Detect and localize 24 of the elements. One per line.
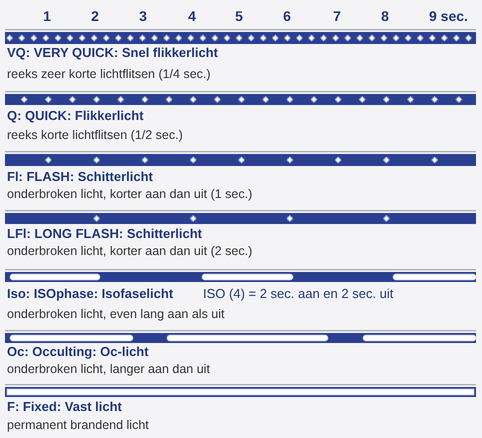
light-description: onderbroken licht, langer aan dan uit <box>7 362 210 377</box>
light-type-heading: Iso: ISOphase: Isofaselicht <box>7 286 174 302</box>
time-tick-label: 4 <box>188 8 196 24</box>
time-tick-label: 6 <box>283 8 291 24</box>
light-description: onderbroken licht, korter aan dan uit (2 sec.) <box>7 244 252 259</box>
time-tick-label: 9 sec. <box>429 8 468 24</box>
light-type-heading: Fl: FLASH: Schitterlicht <box>7 169 153 185</box>
light-type-heading: Oc: Occulting: Oc-licht <box>7 344 149 360</box>
light-description: permanent brandend licht <box>7 418 149 433</box>
time-tick-label: 3 <box>139 8 147 24</box>
light-type-heading: LFl: LONG FLASH: Schitterlicht <box>7 226 202 242</box>
light-description: reeks zeer korte lichtflitsen (1/4 sec.) <box>7 67 211 82</box>
light-description: onderbroken licht, even lang aan als uit <box>7 307 225 322</box>
time-tick-label: 5 <box>235 8 243 24</box>
time-tick-label: 7 <box>333 8 341 24</box>
time-tick-label: 1 <box>43 8 51 24</box>
time-tick-label: 8 <box>381 8 389 24</box>
light-type-heading: VQ: VERY QUICK: Snel flikkerlicht <box>7 45 218 61</box>
time-tick-label: 2 <box>91 8 99 24</box>
light-description: onderbroken licht, korter aan dan uit (1 sec.) <box>7 187 252 202</box>
light-type-heading: F: Fixed: Vast licht <box>7 399 122 415</box>
light-type-heading: Q: QUICK: Flikkerlicht <box>7 108 144 124</box>
period-note: ISO (4) = 2 sec. aan en 2 sec. uit <box>203 286 394 302</box>
light-description: reeks korte lichtflitsen (1/2 sec.) <box>7 128 183 143</box>
